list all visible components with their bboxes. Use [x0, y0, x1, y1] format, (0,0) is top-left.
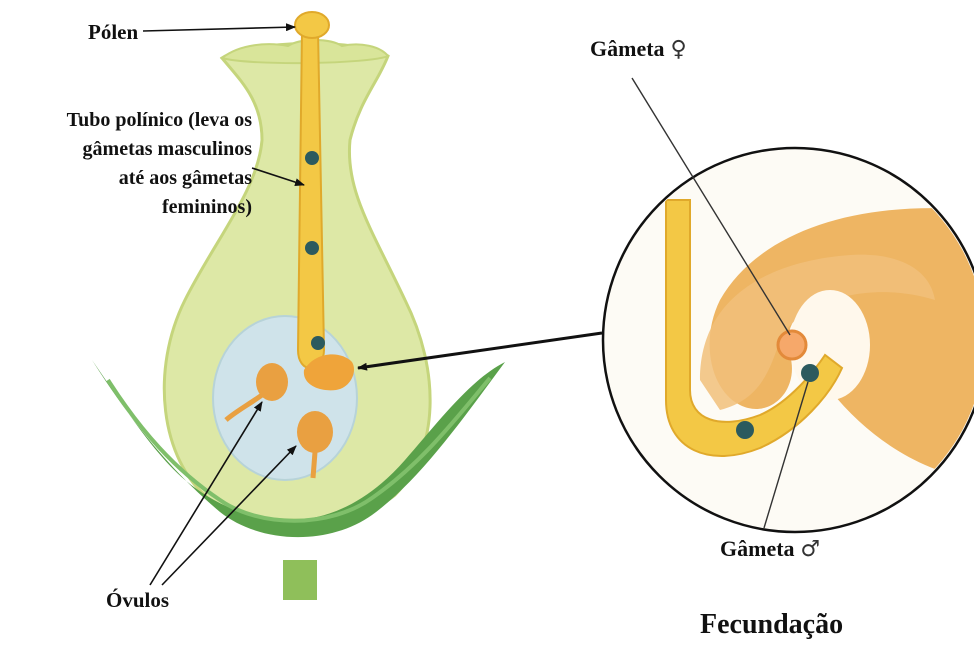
pollen-tube-label-line: femininos)	[8, 193, 252, 222]
female-gamete-label-text: Gâmeta	[590, 36, 665, 61]
ovulos-label: Óvulos	[106, 588, 169, 613]
fecundacao-title: Fecundação	[700, 609, 843, 641]
polen-label: Pólen	[88, 20, 138, 45]
male-symbol-icon: ♂	[801, 537, 821, 562]
ovary-cavity	[213, 316, 357, 480]
ovule	[256, 363, 288, 401]
pollen-tube-label-line: até aos gâmetas	[8, 164, 252, 193]
male-gamete	[736, 421, 754, 439]
pollen-tube-label-line: gâmetas masculinos	[8, 135, 252, 164]
ovule	[313, 452, 315, 478]
male-gamete-label-text: Gâmeta	[720, 536, 795, 561]
female-gamete-label: Gâmeta♀	[590, 36, 687, 62]
female-gamete	[778, 331, 806, 359]
polen-pointer	[143, 27, 295, 31]
flower-stem	[283, 560, 317, 600]
sperm-nucleus	[305, 151, 319, 165]
sperm-nucleus	[305, 241, 319, 255]
pollen-tube-label-line: Tubo polínico (leva os	[8, 106, 252, 135]
female-symbol-icon: ♀	[671, 37, 687, 62]
sperm-nucleus	[311, 336, 325, 350]
male-gamete-label: Gâmeta♂	[720, 536, 820, 562]
ovule	[297, 411, 333, 453]
pollen-grain	[295, 12, 329, 38]
pollen-tube-label: Tubo polínico (leva os gâmetas masculino…	[8, 106, 252, 222]
male-gamete	[801, 364, 819, 382]
